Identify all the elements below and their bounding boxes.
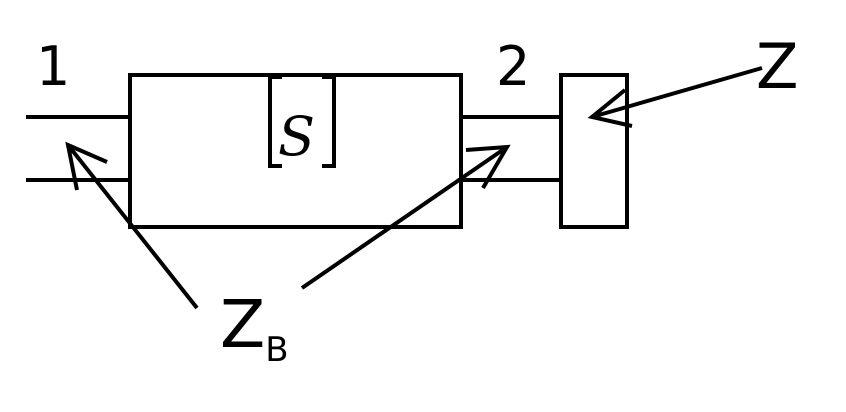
s-bracket-left: [268, 75, 282, 168]
load-arrow-shaft: [591, 66, 763, 119]
zb-arrow-port2-head: [465, 144, 511, 190]
wave-impedance-symbol: Z: [220, 286, 266, 363]
load-impedance-label: Z: [756, 30, 799, 103]
zb-arrow-port2-shaft: [300, 145, 509, 290]
load-arrow-head: [587, 88, 633, 128]
port-1-label: 1: [36, 35, 71, 98]
port-2-label: 2: [496, 35, 531, 98]
zb-arrow-port1-head: [65, 141, 108, 191]
s-bracket-right: [322, 75, 336, 168]
scattering-matrix-label: S: [278, 105, 315, 168]
network-box: [128, 73, 463, 229]
zb-arrow-port1-shaft: [66, 143, 199, 310]
wave-impedance-label: ZB: [220, 292, 289, 368]
load-box: [559, 73, 629, 229]
wave-impedance-subscript: B: [265, 330, 289, 370]
